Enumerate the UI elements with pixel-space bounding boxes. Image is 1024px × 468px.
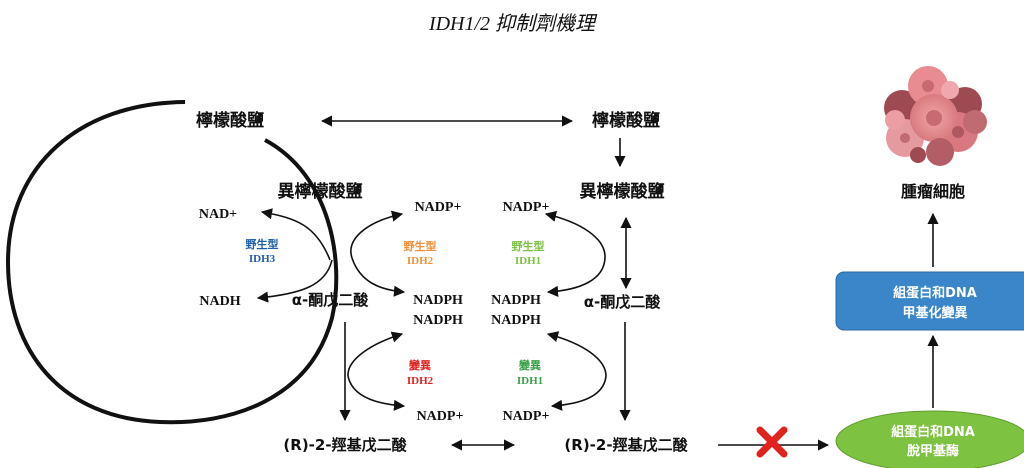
isocitrate-right-label: 異檸檬酸鹽: [580, 181, 665, 202]
r2hg-right-label: (R)-2-羥基戊二酸: [564, 436, 688, 454]
inhibition-x-icon: [756, 426, 788, 458]
nadph-wt-idh2-label-1: NADPH: [413, 293, 463, 308]
idh1-wt-name-label: IDH1: [515, 255, 541, 267]
demethylase-line1: 組蛋白和DNA: [891, 424, 975, 440]
nadph-wt-idh2-label-2: NADPH: [413, 313, 463, 328]
methylation-line2: 甲基化變異: [902, 305, 967, 321]
idh3-name-label: IDH3: [249, 253, 276, 265]
nadp-plus-wt-idh2-label: NADP+: [415, 200, 462, 215]
nadph-wt-idh1-label-2: NADPH: [491, 313, 541, 328]
idh1-mut-arc-upper: [546, 331, 607, 377]
idh1-mut-name-label: IDH1: [517, 375, 543, 387]
tumor-cell-label: 腫瘤細胞: [901, 182, 965, 201]
idh1-mut-type-label: 變異: [519, 358, 541, 372]
nadp-plus-mut-idh1-label: NADP+: [503, 409, 550, 424]
nad-plus-label: NAD+: [199, 207, 237, 222]
idh3-reaction-arc: [260, 208, 331, 261]
tca-cycle-arc: [5, 100, 339, 425]
idh2-wt-arc-lower: [351, 257, 406, 297]
nadph-wt-idh1-label-1: NADPH: [491, 293, 541, 308]
akg-left-label: α-酮戊二酸: [292, 291, 370, 309]
idh1-wt-type-label: 野生型: [512, 239, 545, 253]
demethylase-line2: 脫甲基酶: [907, 443, 959, 459]
idh2-wt-name-label: IDH2: [407, 255, 434, 267]
idh1-wt-arc-upper: [544, 210, 606, 259]
nadp-plus-wt-idh1-label: NADP+: [503, 200, 550, 215]
akg-right-label: α-酮戊二酸: [584, 293, 662, 311]
nadp-plus-mut-idh2-label: NADP+: [417, 409, 464, 424]
nadh-label: NADH: [199, 294, 240, 309]
diagram-title: IDH1/2 抑制劑機理: [428, 13, 598, 35]
idh2-wt-arc-upper: [350, 210, 404, 259]
tumor-cell-cluster-icon: [884, 66, 987, 166]
idh1-mut-arc-lower: [550, 375, 607, 411]
idh2-mut-arc-lower: [347, 375, 406, 411]
isocitrate-left-label: 異檸檬酸鹽: [278, 181, 363, 202]
idh2-wt-type-label: 野生型: [404, 239, 437, 253]
idh1-wt-arc-lower: [546, 257, 606, 297]
idh2-mut-type-label: 變異: [409, 358, 431, 372]
citrate-left-label: 檸檬酸鹽: [196, 110, 264, 131]
r2hg-left-label: (R)-2-羥基戊二酸: [283, 436, 407, 454]
idh2-mut-arc-upper: [347, 331, 404, 377]
idh3-reaction-arc-lower: [256, 259, 333, 303]
idh2-mut-name-label: IDH2: [407, 375, 434, 387]
citrate-right-label: 檸檬酸鹽: [592, 110, 660, 131]
demethylase-ellipse: [835, 410, 1024, 468]
idh3-type-label: 野生型: [246, 237, 279, 251]
methylation-line1: 組蛋白和DNA: [893, 285, 977, 301]
methylation-box: [835, 271, 1024, 331]
